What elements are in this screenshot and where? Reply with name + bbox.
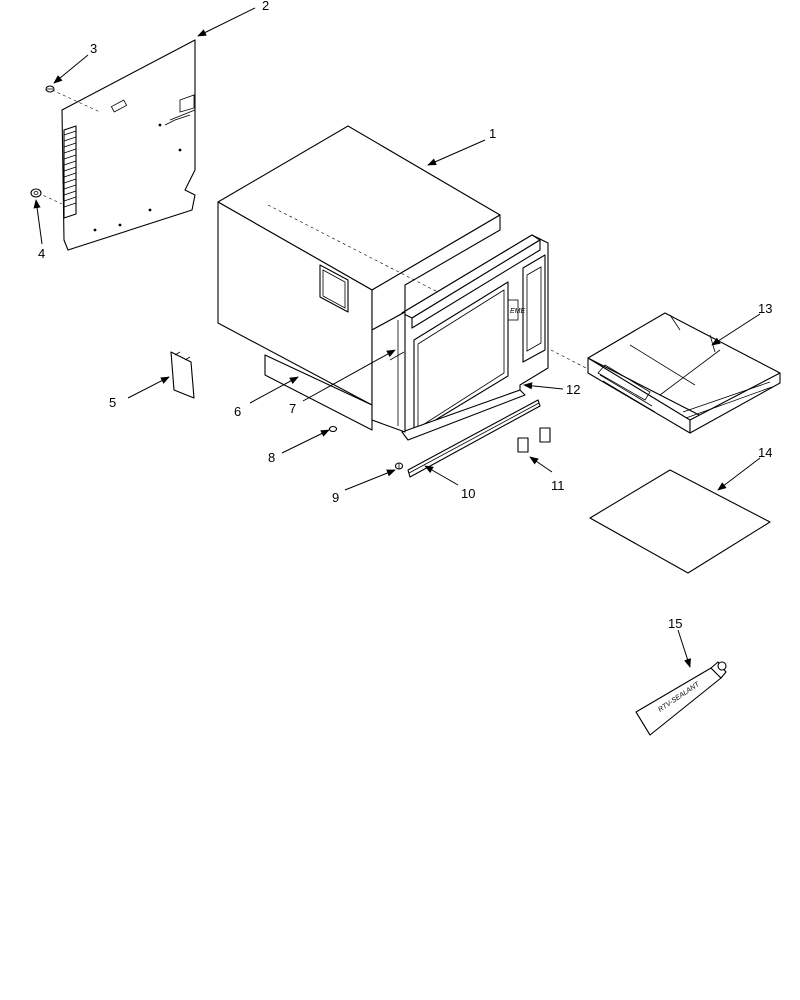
svg-text:EME: EME: [510, 308, 526, 315]
access-cover: [170, 351, 195, 399]
drip-tray: [587, 312, 781, 434]
callout-2: 2: [262, 0, 269, 13]
callout-12: 12: [566, 382, 580, 397]
callout-10: 10: [461, 486, 475, 501]
foot-pads: [517, 427, 551, 453]
leader-lines: [33, 7, 761, 668]
bottom-trim-strip: [407, 399, 541, 478]
callout-8: 8: [268, 450, 275, 465]
callout-1: 1: [489, 126, 496, 141]
callout-9: 9: [332, 490, 339, 505]
grommet: [30, 188, 42, 198]
screw-front: [328, 425, 338, 433]
rear-panel: [37, 39, 196, 251]
screw-top: [45, 85, 55, 93]
floor-mat: [589, 469, 771, 574]
rear-panel-vent-grille: [63, 125, 77, 219]
callout-7: 7: [289, 401, 296, 416]
screw-bottom: [394, 462, 404, 470]
sealant-tube: RTV-SEALANT: [635, 661, 727, 736]
callout-13: 13: [758, 301, 772, 316]
callout-numbers: 1 2 3 4 5 6 7 8 9 10 11 12 13 14 15: [38, 0, 772, 631]
callout-5: 5: [109, 395, 116, 410]
callout-3: 3: [90, 41, 97, 56]
callout-4: 4: [38, 246, 45, 261]
callout-14: 14: [758, 445, 772, 460]
callout-6: 6: [234, 404, 241, 419]
callout-15: 15: [668, 616, 682, 631]
callout-11: 11: [551, 478, 565, 493]
oven-cabinet: [217, 125, 591, 431]
oven-front-frame: EME: [371, 234, 549, 441]
